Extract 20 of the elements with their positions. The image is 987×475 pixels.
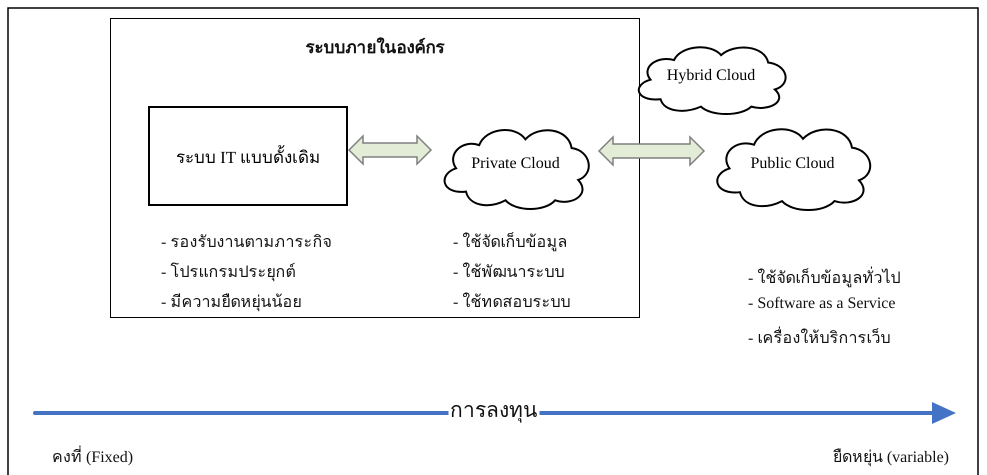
bullet-text: - มีความยืดหยุ่นน้อย: [161, 292, 302, 314]
bullet-text: - โปรแกรมประยุกต์: [161, 262, 296, 284]
cloud-label: Private Cloud: [470, 155, 561, 173]
container-box: [110, 18, 640, 318]
bullet-text: - Software as a Service: [748, 295, 896, 313]
double-arrow: [598, 135, 706, 167]
box-label: ระบบ IT แบบดั้งเดิม: [176, 142, 320, 170]
cloud-label: Hybrid Cloud: [666, 67, 756, 85]
bullet-text: - เครื่องให้บริการเว็บ: [748, 325, 890, 350]
cloud-label: Public Cloud: [749, 155, 836, 173]
container-title: ระบบภายในองค์กร: [304, 36, 446, 59]
double-arrow: [348, 134, 432, 166]
axis-end-label: คงที่ (Fixed): [52, 444, 134, 469]
process-box: [148, 106, 348, 206]
bullet-text: - ใช้พัฒนาระบบ: [453, 262, 564, 283]
bullet-text: - ใช้จัดเก็บข้อมูลทั่วไป: [748, 265, 900, 290]
bullet-text: - รองรับงานตามภาระกิจ: [161, 233, 332, 253]
axis-end-label: ยืดหยุ่น (variable): [832, 447, 949, 468]
bullet-text: - ใช้จัดเก็บข้อมูล: [453, 231, 568, 254]
bullet-text: - ใช้ทดสอบระบบ: [453, 292, 570, 313]
